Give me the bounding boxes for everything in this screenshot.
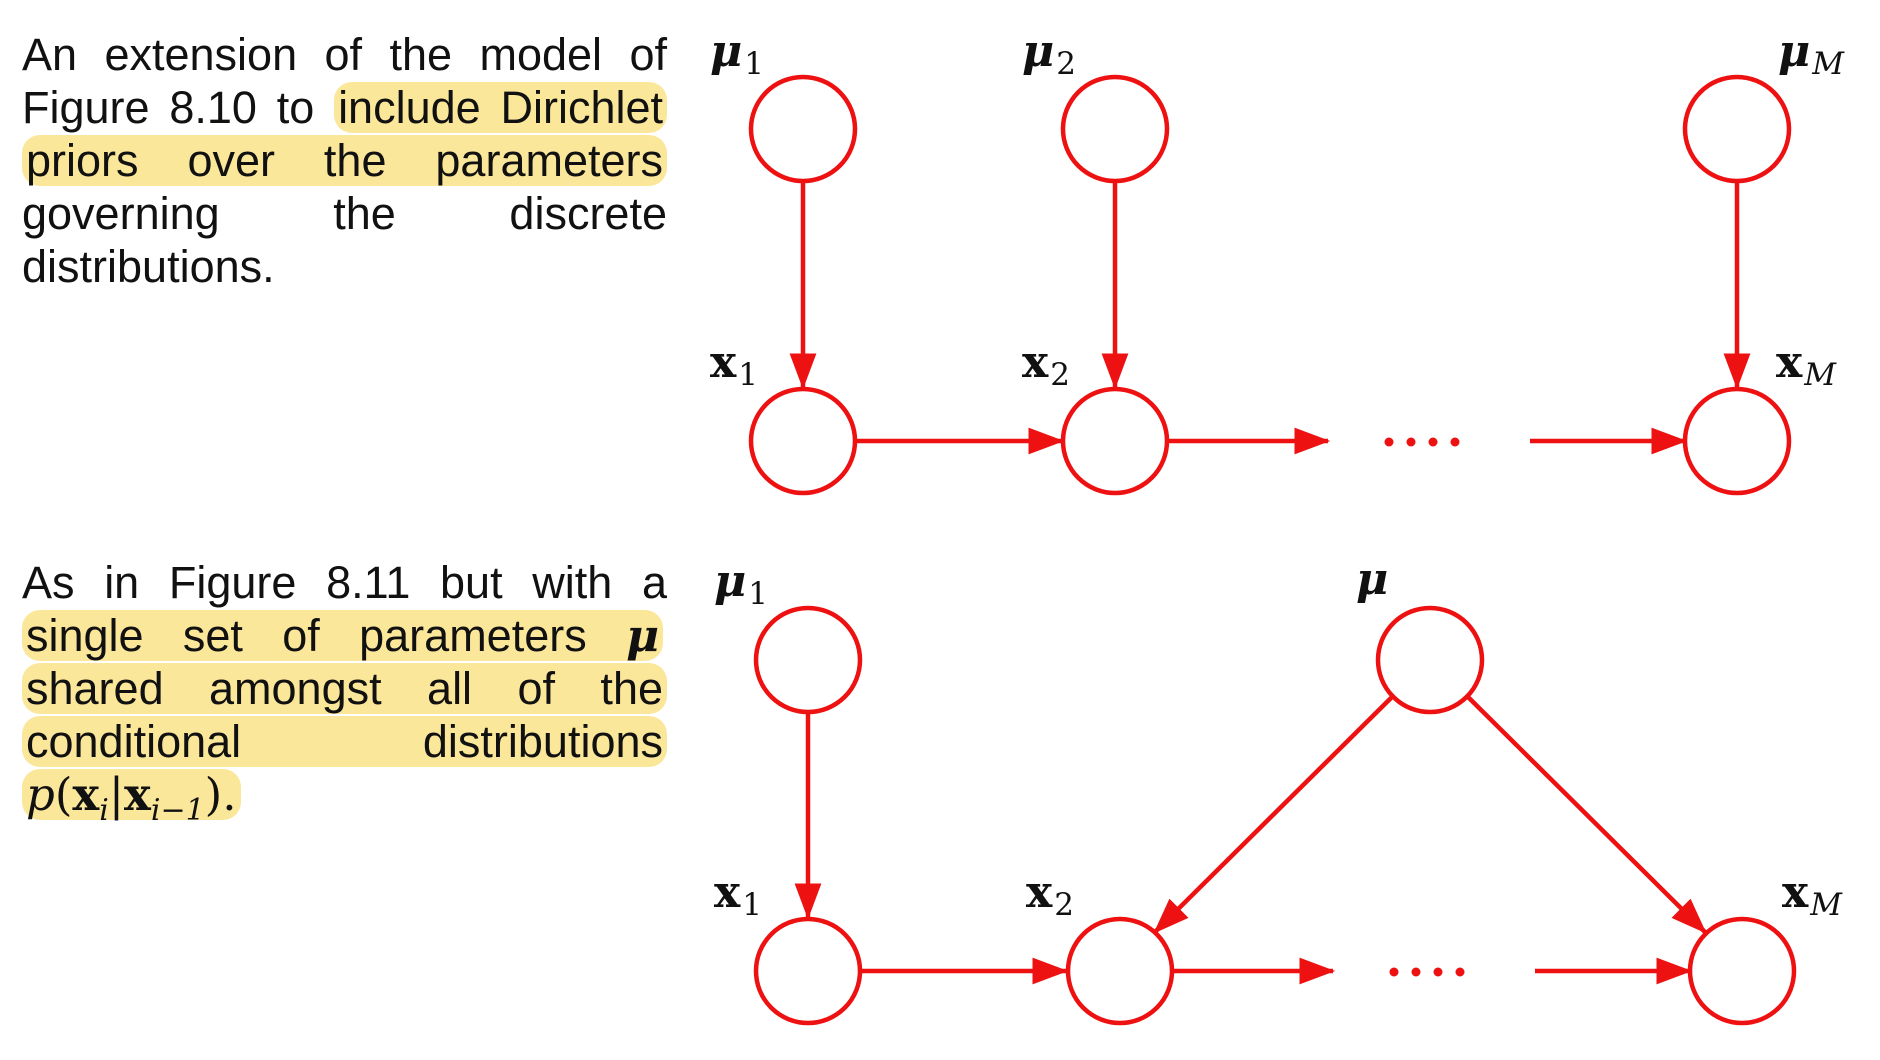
label-mu1: μ1	[714, 556, 768, 612]
node-x2	[1065, 916, 1175, 1026]
node-xM	[1682, 386, 1792, 496]
label-muM: μM	[1778, 26, 1845, 82]
label-xM: xM	[1782, 867, 1843, 923]
edge-mu-xM	[1465, 694, 1707, 934]
diagram-1	[748, 74, 1792, 496]
node-mu1	[753, 605, 863, 715]
node-x2	[1060, 386, 1170, 496]
label-mu: μ	[1356, 554, 1388, 605]
caption-figure-8-11: An extension of the model of Figure 8.10…	[22, 28, 667, 293]
label-mu1: μ1	[710, 26, 764, 82]
node-mu2	[1060, 74, 1170, 184]
caption-text: An extension of the model of Figure 8.10…	[22, 29, 667, 133]
label-x1: x1	[714, 867, 762, 923]
ellipsis-1	[1384, 437, 1460, 447]
node-xM	[1687, 916, 1797, 1026]
node-x1	[753, 916, 863, 1026]
caption-figure-8-12: As in Figure 8.11 but with a single set …	[22, 556, 667, 837]
node-x1	[748, 386, 858, 496]
diagram-2	[753, 605, 1797, 1026]
edge-mu-x2	[1153, 694, 1395, 934]
label-xM: xM	[1776, 337, 1837, 393]
math-mu: μ	[626, 609, 659, 662]
node-muM	[1682, 74, 1792, 184]
caption-text: governing the discrete distributions.	[22, 188, 667, 292]
label-x2: x2	[1022, 337, 1070, 393]
label-mu2: μ2	[1022, 26, 1076, 82]
ellipsis-2	[1389, 967, 1465, 977]
caption-text: As in Figure 8.11 but with a	[22, 557, 667, 608]
node-mu1	[748, 74, 858, 184]
label-x2: x2	[1026, 867, 1074, 923]
math-conditional: p(xi|xi−1).	[26, 768, 237, 828]
label-x1: x1	[710, 337, 758, 393]
node-mu	[1375, 605, 1485, 715]
